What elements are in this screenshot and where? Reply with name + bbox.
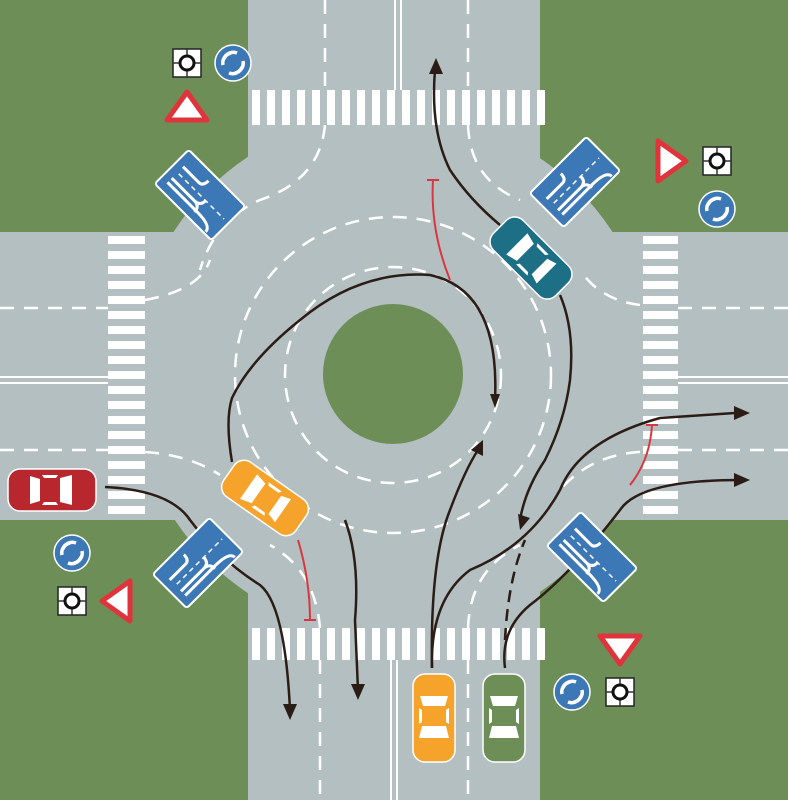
crosswalk-west-stripe xyxy=(108,311,145,319)
yield-sign-sw xyxy=(99,578,133,624)
crosswalk-west-stripe xyxy=(108,476,145,484)
orange-car-south xyxy=(412,673,456,763)
crosswalk-west-stripe xyxy=(108,491,145,499)
crosswalk-south-stripe xyxy=(312,628,320,660)
crosswalk-east-stripe xyxy=(643,281,678,289)
crosswalk-south-stripe xyxy=(507,628,515,660)
crosswalk-north-stripe xyxy=(342,90,350,125)
crosswalk-north-stripe xyxy=(282,90,290,125)
crosswalk-north-stripe xyxy=(507,90,515,125)
crosswalk-south-stripe xyxy=(357,628,365,660)
crosswalk-south-stripe xyxy=(447,628,455,660)
crosswalk-north-stripe xyxy=(447,90,455,125)
crosswalk-south-stripe xyxy=(297,628,305,660)
crosswalk-west-stripe xyxy=(108,356,145,364)
crosswalk-east-stripe xyxy=(643,296,678,304)
crosswalk-east-stripe xyxy=(643,416,678,424)
crosswalk-north-stripe xyxy=(297,90,305,125)
crosswalk-east-stripe xyxy=(643,401,678,409)
crosswalk-west-stripe xyxy=(108,296,145,304)
crosswalk-east-stripe xyxy=(643,491,678,499)
roundabout-sign-ne xyxy=(697,189,737,229)
yield-sign-se xyxy=(597,633,643,667)
crosswalk-north-stripe xyxy=(417,90,425,125)
crosswalk-south-stripe xyxy=(477,628,485,660)
crosswalk-west-stripe xyxy=(108,341,145,349)
red-car-west xyxy=(7,468,97,512)
crosswalk-south-stripe xyxy=(372,628,380,660)
crosswalk-west-stripe xyxy=(108,446,145,454)
priority-sign-se xyxy=(604,676,636,708)
crosswalk-east-stripe xyxy=(643,266,678,274)
crosswalk-north-stripe xyxy=(372,90,380,125)
crosswalk-north-stripe xyxy=(312,90,320,125)
crosswalk-west-stripe xyxy=(108,431,145,439)
crosswalk-west-stripe xyxy=(108,326,145,334)
green-car-south xyxy=(482,673,526,763)
crosswalk-east-stripe xyxy=(643,506,678,514)
crosswalk-east-stripe xyxy=(643,236,678,244)
central-island xyxy=(323,304,463,444)
crosswalk-east-stripe xyxy=(643,461,678,469)
crosswalks xyxy=(108,90,678,660)
crosswalk-east-stripe xyxy=(643,371,678,379)
crosswalk-south-stripe xyxy=(387,628,395,660)
crosswalk-east-stripe xyxy=(643,311,678,319)
crosswalk-north-stripe xyxy=(537,90,545,125)
priority-sign-ne xyxy=(701,145,733,177)
crosswalk-north-stripe xyxy=(387,90,395,125)
crosswalk-west-stripe xyxy=(108,266,145,274)
crosswalk-south-stripe xyxy=(267,628,275,660)
crosswalk-south-stripe xyxy=(492,628,500,660)
crosswalk-west-stripe xyxy=(108,371,145,379)
crosswalk-north-stripe xyxy=(267,90,275,125)
crosswalk-south-stripe xyxy=(537,628,545,660)
crosswalk-south-stripe xyxy=(282,628,290,660)
crosswalk-south-stripe xyxy=(432,628,440,660)
crosswalk-north-stripe xyxy=(477,90,485,125)
crosswalk-west-stripe xyxy=(108,506,145,514)
priority-sign-nw xyxy=(171,47,203,79)
crosswalk-east-stripe xyxy=(643,251,678,259)
crosswalk-west-stripe xyxy=(108,386,145,394)
crosswalk-south-stripe xyxy=(402,628,410,660)
priority-sign-sw xyxy=(56,585,88,617)
crosswalk-west-stripe xyxy=(108,401,145,409)
crosswalk-north-stripe xyxy=(432,90,440,125)
crosswalk-north-stripe xyxy=(462,90,470,125)
roundabout-sign-nw xyxy=(213,43,253,83)
crosswalk-north-stripe xyxy=(492,90,500,125)
crosswalk-west-stripe xyxy=(108,416,145,424)
crosswalk-east-stripe xyxy=(643,326,678,334)
crosswalk-east-stripe xyxy=(643,446,678,454)
crosswalk-east-stripe xyxy=(643,341,678,349)
crosswalk-north-stripe xyxy=(252,90,260,125)
crosswalk-west-stripe xyxy=(108,281,145,289)
crosswalk-south-stripe xyxy=(342,628,350,660)
roundabout-sign-se xyxy=(552,672,592,712)
crosswalk-south-stripe xyxy=(522,628,530,660)
crosswalk-north-stripe xyxy=(357,90,365,125)
crosswalk-south-stripe xyxy=(417,628,425,660)
crosswalk-north-stripe xyxy=(522,90,530,125)
crosswalk-east-stripe xyxy=(643,356,678,364)
crosswalk-east-stripe xyxy=(643,431,678,439)
yield-sign-ne xyxy=(655,138,689,184)
crosswalk-west-stripe xyxy=(108,461,145,469)
crosswalk-west-stripe xyxy=(108,251,145,259)
crosswalk-north-stripe xyxy=(327,90,335,125)
crosswalk-south-stripe xyxy=(462,628,470,660)
crosswalk-south-stripe xyxy=(327,628,335,660)
crosswalk-west-stripe xyxy=(108,236,145,244)
crosswalk-north-stripe xyxy=(402,90,410,125)
roundabout-sign-sw xyxy=(52,533,92,573)
crosswalk-east-stripe xyxy=(643,476,678,484)
stop-lines xyxy=(297,179,658,621)
yield-sign-nw xyxy=(164,89,210,123)
crosswalk-south-stripe xyxy=(252,628,260,660)
arrowheads xyxy=(283,58,750,720)
crosswalk-east-stripe xyxy=(643,386,678,394)
